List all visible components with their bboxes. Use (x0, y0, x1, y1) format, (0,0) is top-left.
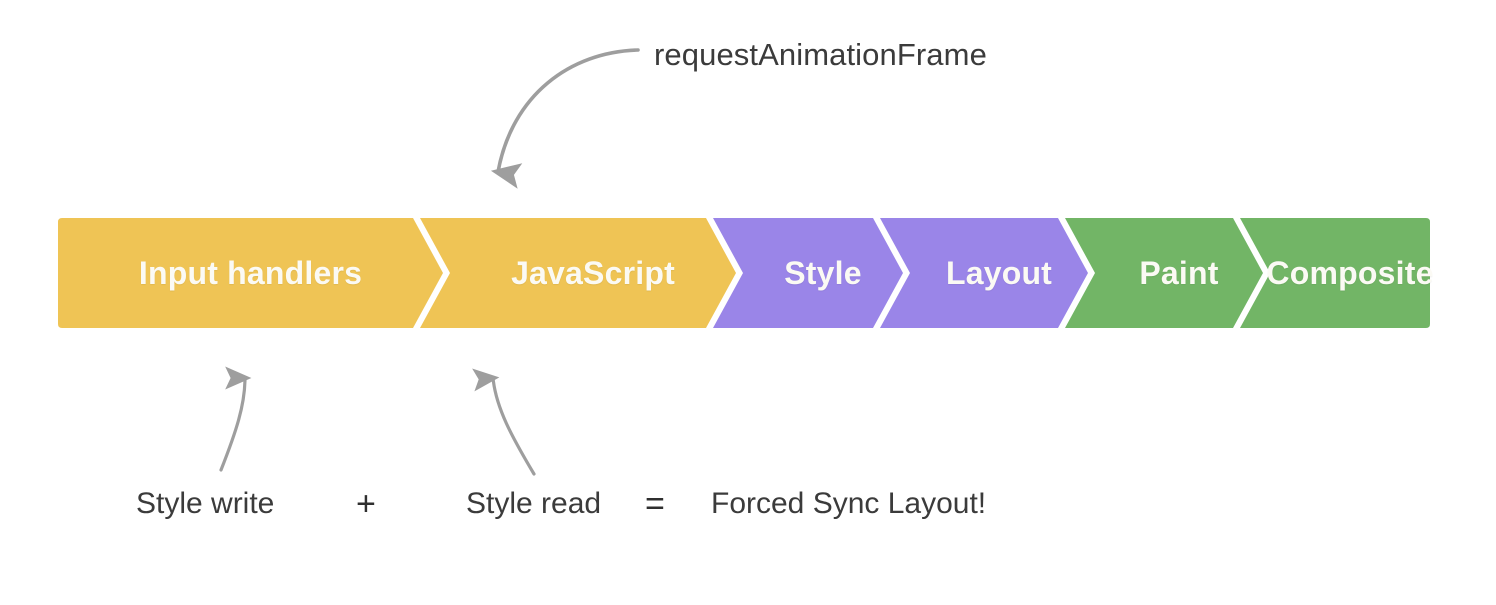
formula-term-style-read: Style read (466, 487, 602, 520)
pipeline-segment-paint[interactable]: Paint (1095, 218, 1263, 328)
formula-plus-operator: + (356, 485, 376, 523)
pipeline-segment-style[interactable]: Style (743, 218, 903, 328)
pipeline-segment-shape (880, 218, 1088, 328)
request-animation-frame-label: requestAnimationFrame (654, 37, 987, 72)
pipeline-segment-shape (1240, 218, 1430, 328)
pipeline-segment-javascript[interactable]: JavaScript (450, 218, 736, 328)
segment-label-text: Paint (1139, 254, 1219, 291)
pipeline-segment-layout[interactable]: Layout (910, 218, 1088, 328)
pipeline-segment-shape (1065, 218, 1263, 328)
segment-label-text: Composite (1266, 254, 1434, 291)
pipeline-segment-composite[interactable]: Composite (1266, 218, 1433, 328)
pipeline-segment-shape (420, 218, 736, 328)
style-read-arrow-path (472, 368, 536, 476)
formula-term-style-write: Style write (136, 487, 275, 520)
style-write-arrow-path (219, 366, 252, 472)
forced-sync-layout-formula: Style write + Style read = Forced Sync L… (0, 478, 1496, 530)
segment-label-text: Input handlers (138, 254, 363, 291)
pipeline-segment-shape (58, 218, 443, 328)
pipeline-segment-shapes (58, 218, 1430, 328)
formula-equals-operator: = (645, 485, 665, 523)
pipeline-segment-input-handlers[interactable]: Input handlers (58, 218, 443, 328)
formula-result-forced-sync-layout: Forced Sync Layout! (711, 487, 987, 520)
segment-label-text: JavaScript (511, 254, 675, 291)
rendering-pipeline-bar: Input handlers JavaScript Style Layout P… (58, 218, 1433, 328)
pipeline-segment-shape (713, 218, 903, 328)
segment-label-text: Layout (945, 254, 1053, 291)
raf-arrow-path (490, 48, 640, 189)
segment-label-text: Style (784, 254, 862, 291)
